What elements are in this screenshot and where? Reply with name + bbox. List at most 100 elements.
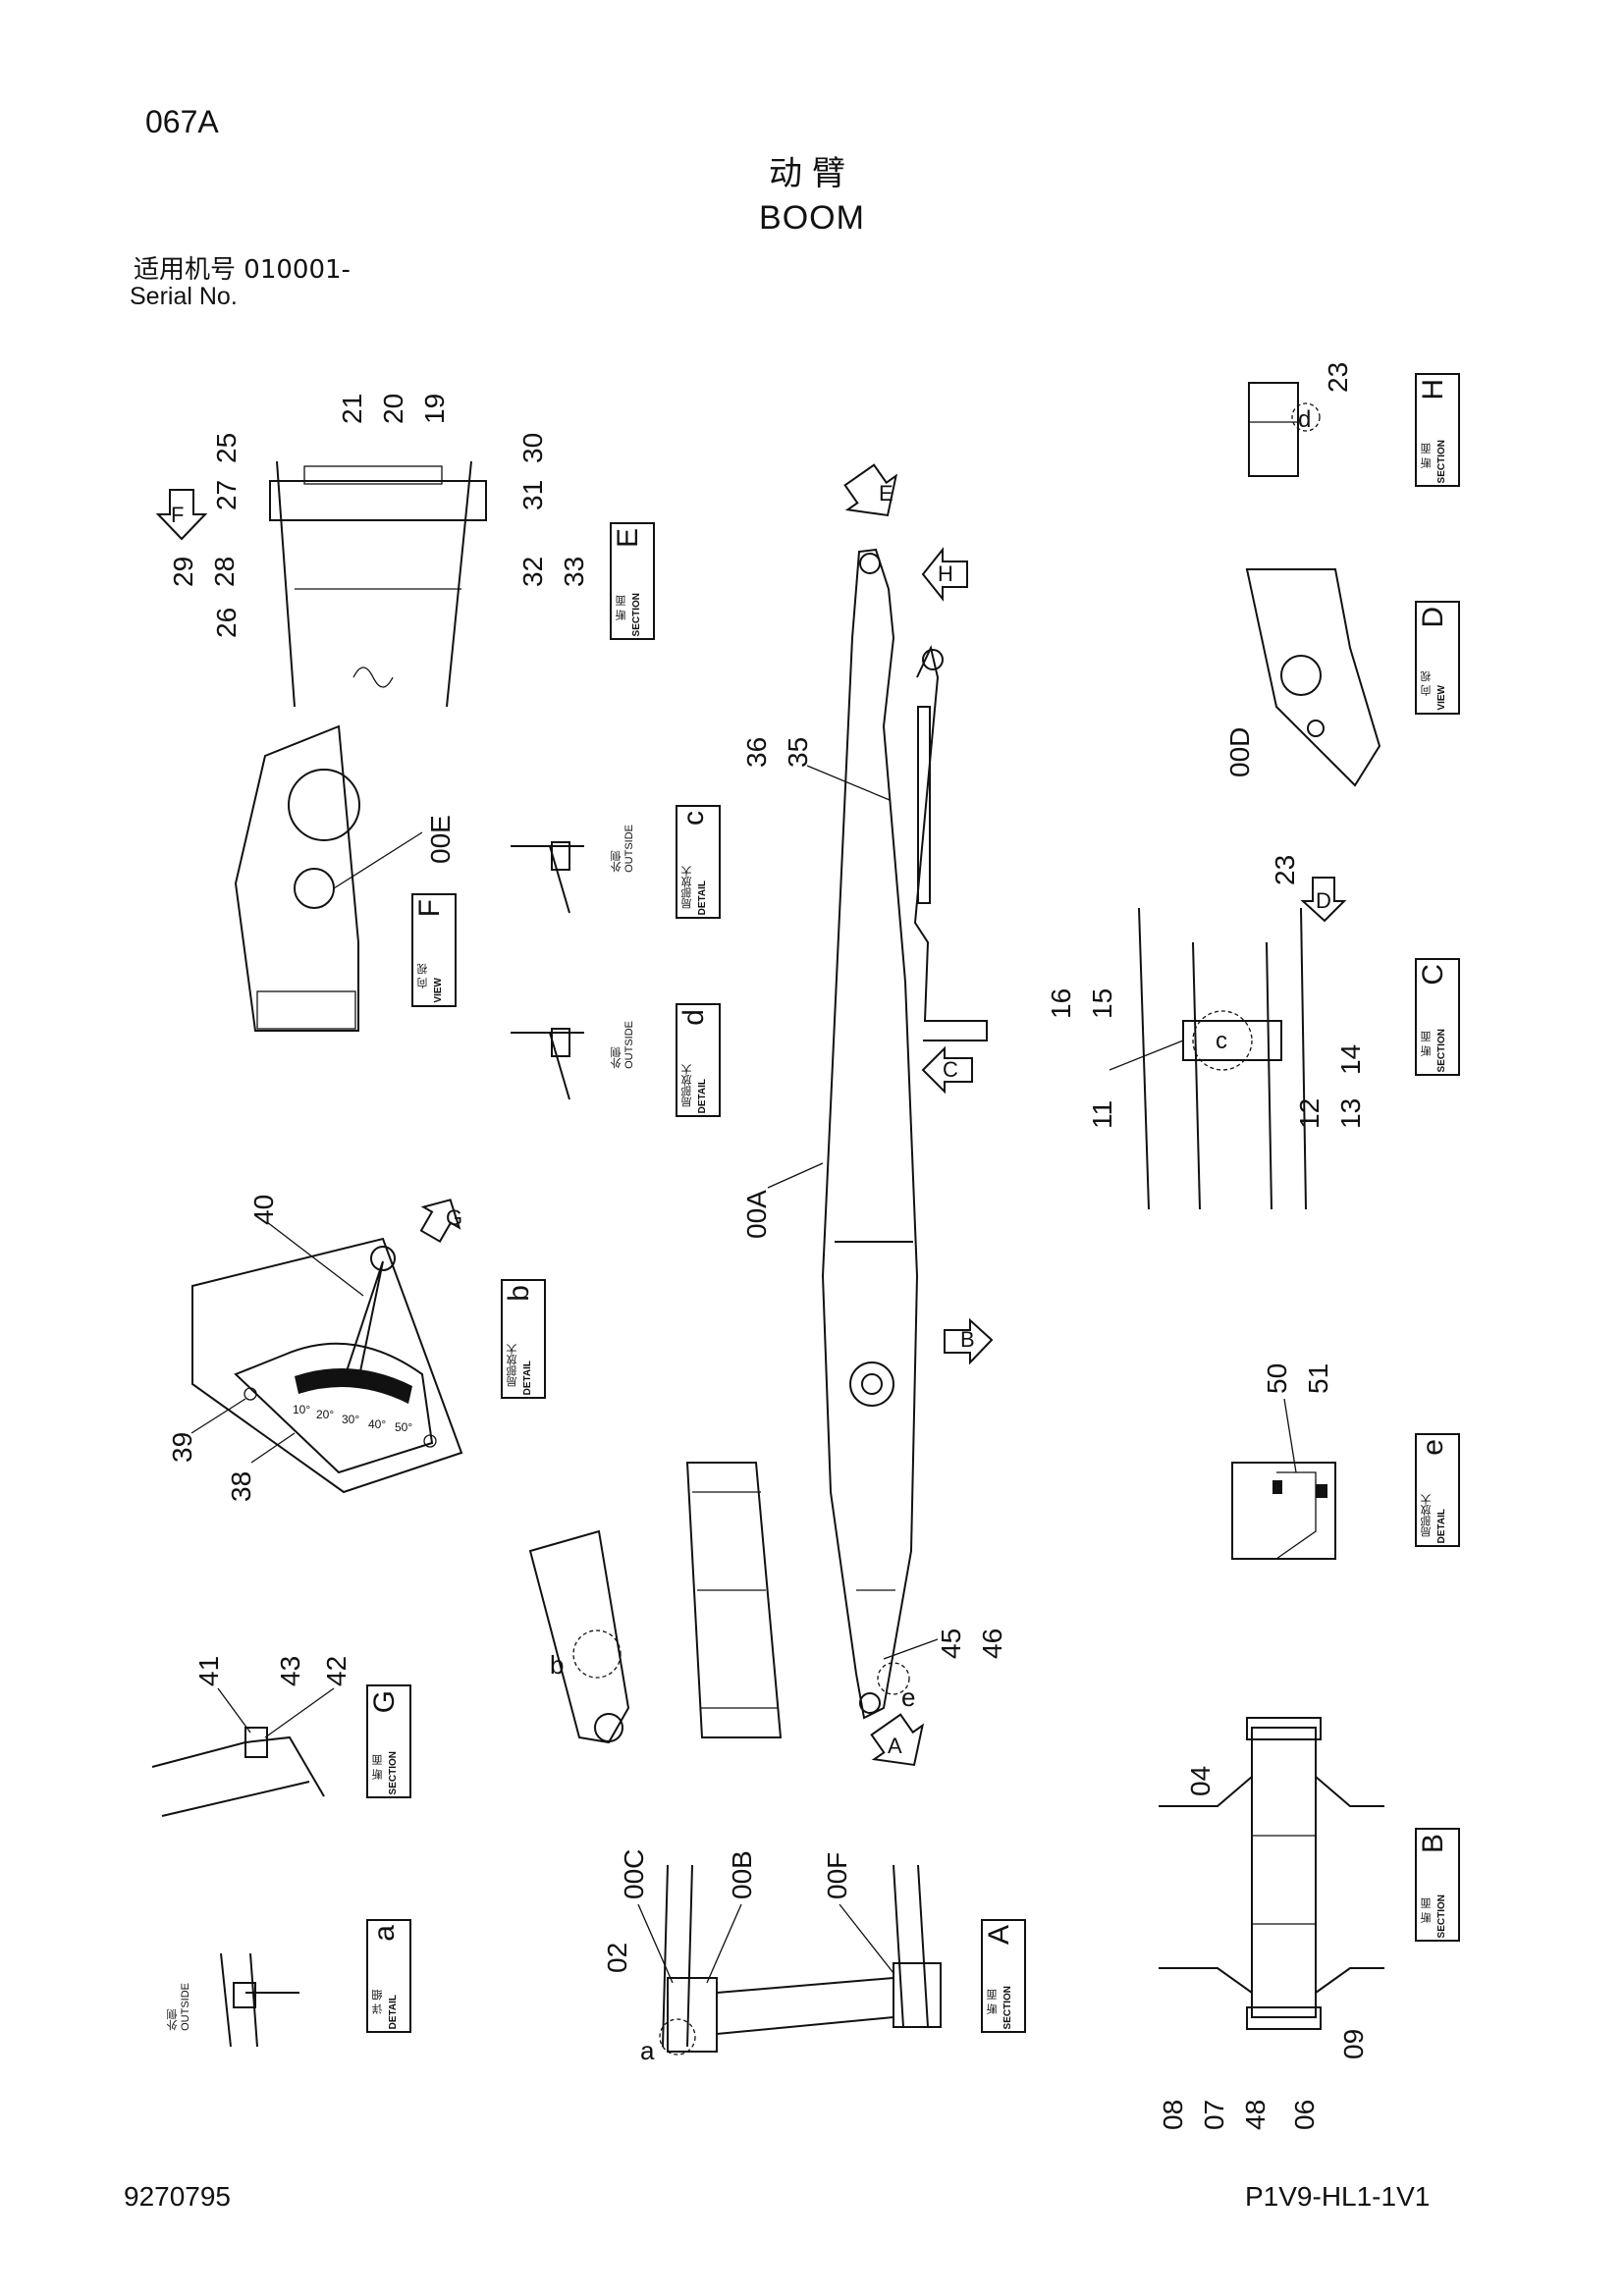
part-09: 09 (1338, 2029, 1369, 2059)
leader-00A (767, 1162, 824, 1189)
view-arrow-a (870, 1713, 925, 1767)
detail-a-line-2 (249, 1952, 258, 2048)
main-boom: e (821, 548, 988, 1720)
leader-39 (190, 1398, 246, 1434)
detail-a-line-1 (220, 1952, 232, 2048)
section-g-drawing: 41 43 42 (151, 1656, 352, 1817)
view-d-plate (1245, 568, 1381, 787)
arm-cylinder-eye (922, 649, 944, 670)
leader-11 (1109, 1040, 1184, 1071)
leader-40 (266, 1221, 364, 1297)
view-arrow-label-h: H (938, 561, 953, 586)
part-12: 12 (1294, 1098, 1325, 1129)
part-06: 06 (1289, 2100, 1320, 2130)
section-b-right-plates (1315, 1776, 1384, 1994)
leader-42 (264, 1687, 335, 1738)
boom-foot-pin (859, 1692, 881, 1714)
part-04: 04 (1185, 1766, 1216, 1796)
section-c-wall-2 (1192, 941, 1201, 1210)
view-f-pin (294, 868, 335, 909)
part-33: 33 (559, 557, 589, 587)
detail-b-plate (191, 1237, 463, 1494)
section-g-bolt (244, 1727, 268, 1758)
view-f-base (256, 990, 356, 1030)
view-label-section-c: C 断 面 SECTION (1415, 958, 1460, 1076)
part-39: 39 (167, 1432, 197, 1463)
detail-b-bolt-2 (423, 1434, 437, 1448)
section-e-plate-right (446, 460, 472, 708)
part-16: 16 (1046, 988, 1076, 1019)
title-chinese: 动臂 (769, 154, 855, 193)
section-h-pin (1248, 382, 1299, 477)
view-f-plate (234, 724, 359, 1032)
angle-50: 50° (395, 1420, 412, 1434)
part-14: 14 (1335, 1044, 1366, 1075)
page-code: 067A (145, 104, 219, 139)
part-27: 27 (211, 480, 242, 510)
part-45: 45 (936, 1629, 966, 1659)
detail-c-seal (551, 841, 570, 871)
boom-side-view-lower (528, 1529, 630, 1744)
section-e-cross-beam (269, 480, 487, 521)
part-31: 31 (517, 480, 548, 510)
part-23-c: 23 (1270, 855, 1300, 885)
detail-b-pivot (370, 1246, 396, 1271)
detail-e-mark-2 (1316, 1484, 1327, 1498)
view-label-detail-a: a 详 细 DETAIL (366, 1919, 411, 2033)
part-00A: 00A (741, 1190, 772, 1239)
detail-circle-d (1291, 402, 1321, 432)
view-arrow-c (921, 1045, 973, 1095)
section-c-wall-1 (1138, 907, 1150, 1210)
detail-circle-a (659, 2018, 696, 2056)
part-48: 48 (1240, 2100, 1271, 2130)
part-36: 36 (741, 737, 772, 768)
part-19: 19 (419, 394, 450, 424)
leader-00F (839, 1903, 894, 1974)
detail-e-mark-1 (1272, 1480, 1282, 1494)
angle-30: 30° (342, 1413, 359, 1426)
leader-38 (250, 1432, 296, 1464)
boom-bracket (913, 644, 988, 1041)
angle-10: 10° (293, 1403, 310, 1416)
part-25: 25 (211, 433, 242, 463)
view-d-drawing: 00D (1224, 568, 1381, 787)
boom-plan-view (685, 1462, 783, 1738)
view-arrow-label-e: E (879, 481, 893, 506)
part-00C: 00C (619, 1849, 649, 1899)
view-arrow-b (944, 1317, 994, 1365)
view-label-section-b: B 断 面 SECTION (1415, 1828, 1460, 1942)
doc-number: 9270795 (124, 2181, 232, 2212)
leader-41 (217, 1687, 251, 1734)
part-07: 07 (1199, 2100, 1229, 2130)
view-arrow-f (155, 489, 208, 541)
part-21: 21 (337, 394, 367, 424)
part-08: 08 (1158, 2100, 1188, 2130)
detail-b-scale-band (295, 1368, 412, 1404)
section-b-pin (1251, 1727, 1317, 2018)
part-20: 20 (378, 394, 408, 424)
part-00B: 00B (727, 1850, 757, 1899)
detail-label-a: a (640, 2036, 655, 2065)
section-b-drawing: 04 08 07 48 06 09 (1158, 1717, 1384, 2130)
detail-d-seal (551, 1028, 570, 1057)
detail-c-line-2 (549, 845, 570, 914)
part-43: 43 (275, 1656, 305, 1686)
view-arrow-e (843, 463, 898, 517)
part-51: 51 (1303, 1363, 1333, 1394)
leader-00E (333, 831, 423, 889)
angle-20: 20° (316, 1408, 334, 1421)
view-label-detail-d: d 局部放大 DETAIL (676, 1003, 721, 1117)
part-46: 46 (977, 1629, 1007, 1659)
boom-part-numbers: 36 35 00A 45 46 (741, 737, 1007, 1660)
view-arrows: E H C B A F D G (155, 463, 1347, 1767)
view-label-section-h: H 断 面 SECTION (1415, 373, 1460, 487)
serial-value: 010001- (244, 255, 351, 285)
detail-circle-e (877, 1662, 910, 1695)
section-c-wall-3 (1266, 941, 1272, 1210)
view-label-detail-c: c 局部放大 DETAIL (676, 805, 721, 919)
detail-e-drawing: 50 51 (1231, 1363, 1336, 1560)
detail-label-e: e (901, 1682, 915, 1712)
section-b-bottom-cap (1246, 2006, 1322, 2030)
